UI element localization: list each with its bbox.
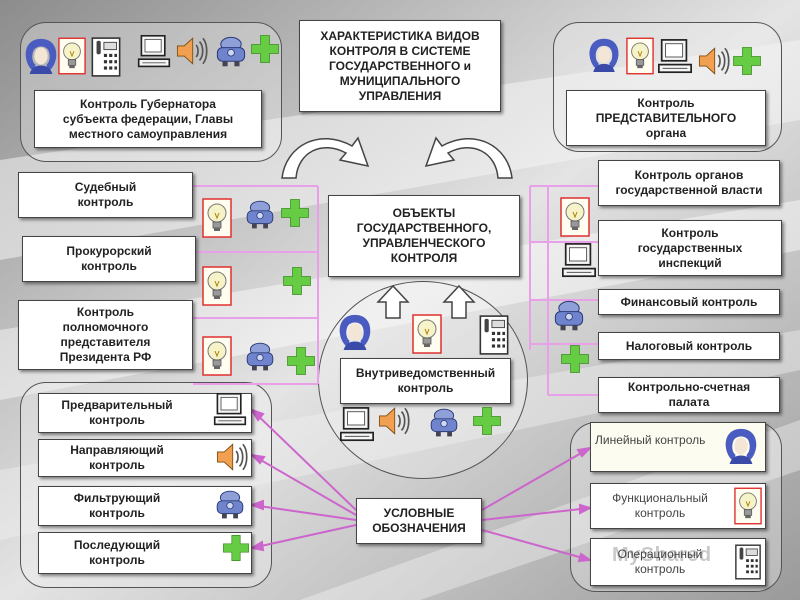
lamp-icon	[58, 32, 86, 80]
speaker-icon	[214, 440, 248, 474]
computer-icon	[560, 242, 598, 280]
person-icon	[586, 36, 622, 72]
speaker-icon	[376, 404, 410, 438]
cross-icon	[222, 534, 250, 562]
person-icon	[336, 312, 374, 350]
watermark: MyShared	[612, 544, 712, 566]
robot-icon	[428, 406, 460, 438]
diagram-title: ХАРАКТЕРИСТИКА ВИДОВ КОНТРОЛЯ В СИСТЕМЕ …	[299, 20, 501, 112]
tax-control-box: Налоговый контроль	[598, 332, 780, 360]
cross-icon	[280, 198, 310, 228]
robot-icon	[214, 34, 248, 68]
control-objects-box: ОБЪЕКТЫ ГОСУДАРСТВЕННОГО, УПРАВЛЕНЧЕСКОГ…	[328, 195, 520, 277]
robot-icon	[244, 340, 276, 372]
lamp-icon	[202, 262, 232, 310]
prosecutor-control-box: Прокурорский контроль	[22, 236, 196, 282]
lamp-icon	[202, 332, 232, 380]
phone-icon	[90, 36, 122, 78]
robot-icon	[552, 298, 586, 332]
cross-icon	[472, 406, 502, 436]
lamp-icon	[412, 310, 442, 358]
speaker-icon	[696, 44, 730, 78]
presidential-control-box: Контроль полномочного представителя През…	[18, 300, 193, 370]
robot-icon	[244, 198, 276, 230]
person-icon	[722, 426, 760, 464]
directing-control-box: Направляющий контроль	[38, 439, 252, 477]
lamp-icon	[734, 483, 762, 529]
preliminary-control-box: Предварительный контроль	[38, 393, 252, 433]
computer-icon	[136, 34, 172, 70]
lamp-icon	[202, 194, 232, 242]
governor-control-box: Контроль Губернатора субъекта федерации,…	[34, 90, 262, 148]
cross-icon	[286, 346, 316, 376]
financial-control-box: Финансовый контроль	[598, 289, 780, 315]
speaker-icon	[174, 34, 208, 68]
subsequent-control-box: Последующий контроль	[38, 532, 252, 574]
cross-icon	[732, 46, 762, 76]
representative-control-box: Контроль ПРЕДСТАВИТЕЛЬНОГО органа	[566, 90, 766, 146]
lamp-icon	[626, 32, 654, 80]
internal-control-box: Внутриведомственный контроль	[340, 358, 511, 404]
cross-icon	[560, 344, 590, 374]
robot-icon	[214, 488, 246, 520]
legend-label-box: УСЛОВНЫЕ ОБОЗНАЧЕНИЯ	[356, 498, 482, 544]
phone-icon	[734, 542, 762, 582]
state-power-control-box: Контроль органов государственной власти	[598, 160, 780, 206]
judicial-control-box: Судебный контроль	[18, 172, 193, 218]
computer-icon	[656, 38, 694, 76]
person-icon	[22, 36, 60, 74]
phone-icon	[478, 314, 510, 356]
filtering-control-box: Фильтрующий контроль	[38, 486, 252, 526]
inspections-control-box: Контроль государственных инспекций	[598, 220, 782, 276]
audit-chamber-box: Контрольно-счетная палата	[598, 377, 780, 413]
cross-icon	[282, 266, 312, 296]
lamp-icon	[560, 194, 590, 240]
computer-icon	[212, 392, 248, 428]
computer-icon	[338, 406, 376, 444]
cross-icon	[250, 34, 280, 64]
